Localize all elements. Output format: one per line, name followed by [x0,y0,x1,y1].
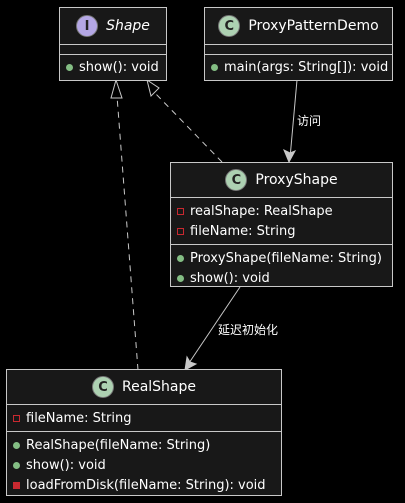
class-proxy-shape: C ProxyShape realShape: RealShape fileNa… [170,162,393,287]
proxy-realizes-shape-line [153,91,223,163]
fields-section: fileName: String [7,405,281,432]
methods-section: RealShape(fileName: String) show(): void… [7,432,281,498]
public-icon [177,254,184,262]
class-name: Shape [106,18,150,34]
class-header: C RealShape [7,370,281,405]
class-stereotype-icon: C [91,376,114,398]
proxy-creates-real-arrowhead [184,355,198,371]
demo-uses-proxy-arrowhead [283,148,297,164]
private-icon [177,227,184,235]
method-signature: show(): void [190,270,270,286]
visit-edge-label: 访问 [297,114,322,128]
method-row: show(): void [13,455,281,475]
field-signature: realShape: RealShape [190,203,333,219]
field-row: fileName: String [177,221,392,241]
class-real-shape: C RealShape fileName: String RealShape(f… [6,369,282,496]
method-signature: ProxyShape(fileName: String) [190,250,382,266]
public-icon [177,274,184,282]
class-proxy-pattern-demo: C ProxyPatternDemo main(args: String[]):… [204,7,393,81]
methods-section: ProxyShape(fileName: String) show(): voi… [171,245,392,291]
demo-uses-proxy-line [289,79,298,159]
methods-section: show(): void [60,54,166,80]
interface-stereotype-icon: I [76,15,99,37]
class-name: ProxyShape [255,172,338,188]
class-header: C ProxyPatternDemo [205,8,392,45]
method-signature: main(args: String[]): void [224,59,389,75]
class-header: C ProxyShape [171,163,392,198]
public-icon [211,63,218,71]
class-name: RealShape [121,379,197,395]
method-signature: RealShape(fileName: String) [26,437,211,453]
fields-section [205,45,392,54]
class-header: I Shape [60,8,166,45]
field-row: realShape: RealShape [177,201,392,221]
method-row: ProxyShape(fileName: String) [177,248,392,268]
class-name: ProxyPatternDemo [248,18,379,34]
private-icon [177,207,184,215]
private-method-icon [13,481,20,489]
class-shape: I Shape show(): void [59,7,167,81]
lazy-init-edge-label: 延迟初始化 [218,323,279,337]
field-row: fileName: String [13,408,281,428]
method-row: show(): void [66,57,166,77]
public-icon [13,441,20,449]
private-icon [13,414,20,422]
method-row: loadFromDisk(fileName: String): void [13,475,281,495]
proxy-creates-real-line [186,286,241,367]
field-signature: fileName: String [190,223,296,239]
method-signature: show(): void [79,59,159,75]
real-realizes-shape-arrowhead [110,78,123,99]
method-row: main(args: String[]): void [211,57,392,77]
class-stereotype-icon: C [218,15,241,37]
field-signature: fileName: String [26,410,132,426]
proxy-realizes-shape-arrowhead [146,78,160,97]
fields-section: realShape: RealShape fileName: String [171,198,392,245]
method-row: show(): void [177,268,392,288]
method-signature: loadFromDisk(fileName: String): void [26,477,266,493]
public-icon [13,461,20,469]
class-stereotype-icon: C [225,169,248,191]
methods-section: main(args: String[]): void [205,54,392,80]
fields-section [60,45,166,54]
public-icon [66,63,73,71]
method-signature: show(): void [26,457,106,473]
method-row: RealShape(fileName: String) [13,435,281,455]
real-realizes-shape-line [116,95,139,371]
